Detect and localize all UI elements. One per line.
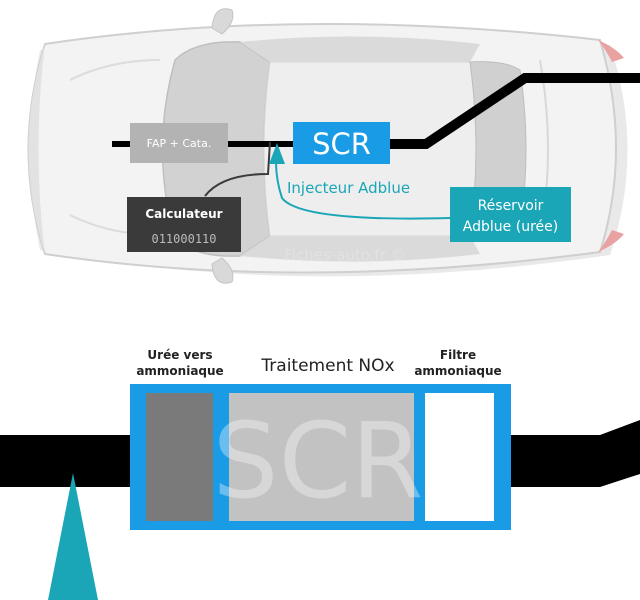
traitement-nox-label: Traitement NOx	[260, 356, 394, 376]
watermark: Fiches-auto.fr ©	[284, 246, 405, 264]
injector-label: Injecteur Adblue	[287, 179, 410, 197]
scr-label-top: SCR	[312, 127, 371, 161]
reservoir-label-line1: Réservoir	[478, 198, 544, 214]
filtre-label-line1: Filtre	[440, 348, 476, 362]
mirror-bottom	[211, 257, 234, 284]
calculator-code: 011000110	[151, 232, 216, 246]
calculator-title: Calculateur	[145, 207, 222, 221]
uree-label-line2: ammoniaque	[136, 364, 223, 378]
mirror-top	[211, 8, 234, 35]
fap-cata-box: FAP + Cata.	[130, 123, 228, 163]
rear-light-bottom	[598, 230, 624, 252]
reservoir-box: Réservoir Adblue (urée)	[450, 187, 571, 242]
exhaust-pipe-left	[0, 435, 130, 487]
scr-box-top: SCR	[293, 122, 390, 164]
exhaust-pipe-right	[511, 420, 640, 487]
reservoir-label-line2: Adblue (urée)	[463, 219, 558, 235]
scr-big-label: SCR	[213, 400, 424, 522]
fap-cata-label: FAP + Cata.	[147, 137, 212, 150]
exhaust-pipe-top	[112, 73, 640, 149]
rear-light-top	[598, 40, 624, 62]
uree-section	[146, 393, 213, 521]
calculator-box: Calculateur 011000110	[127, 197, 241, 252]
injector-arrow-top	[269, 143, 285, 164]
uree-label-line1: Urée vers	[147, 348, 212, 362]
adblue-line	[275, 161, 451, 220]
nox-section	[229, 393, 414, 521]
calculator-wire	[204, 141, 271, 197]
filtre-section	[425, 393, 494, 521]
filtre-label-line2: ammoniaque	[414, 364, 501, 378]
injector-cone-bottom	[48, 473, 98, 600]
